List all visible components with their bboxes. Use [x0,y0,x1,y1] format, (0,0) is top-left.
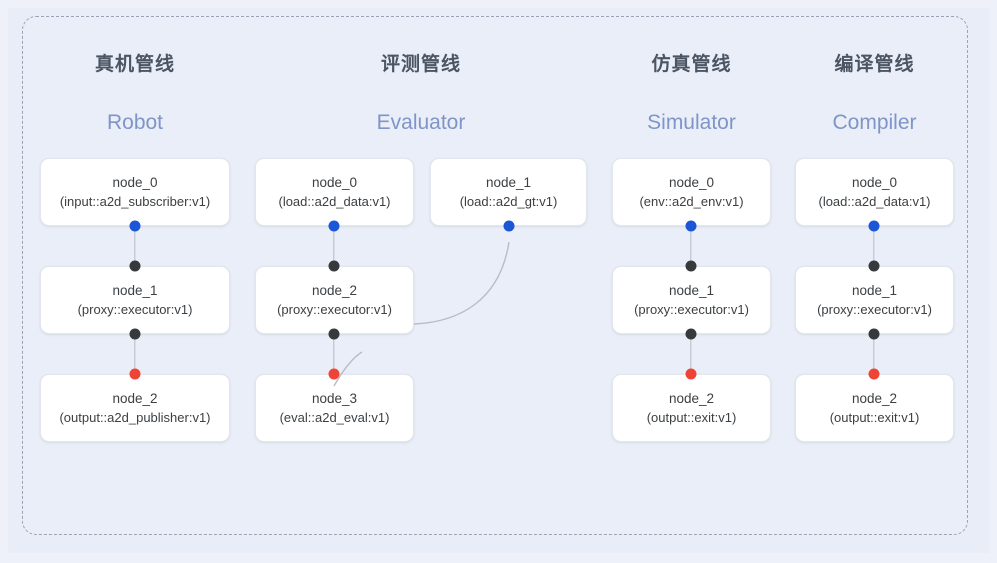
connector-line [690,334,692,374]
node-name: node_2 [668,391,715,406]
node-type: (eval::a2d_eval:v1) [279,410,390,425]
port-dot-internal[interactable] [685,328,697,340]
node-type: (env::a2d_env:v1) [639,194,744,209]
pipeline-column-robot: 真机管线 Robot node_0 (input::a2d_subscriber… [40,52,230,442]
column-title-robot: 真机管线 [94,54,175,75]
node-type: (load::a2d_data:v1) [818,194,931,209]
port-dot-internal[interactable] [129,260,141,272]
port-dot-output[interactable] [868,368,880,380]
page-edge-top [0,0,997,8]
node-box[interactable]: node_3 (eval::a2d_eval:v1) [255,374,414,442]
node-type: (proxy::executor:v1) [77,302,193,317]
node-box[interactable]: node_0 (env::a2d_env:v1) [612,158,771,226]
node-name: node_2 [851,391,898,406]
column-subtitle-robot: Robot [106,111,164,134]
node-name: node_1 [851,283,898,298]
column-subtitle-compiler: Compiler [832,111,917,134]
node-box[interactable]: node_1 (proxy::executor:v1) [612,266,771,334]
node-name: node_3 [311,391,358,406]
port-dot-input[interactable] [328,220,340,232]
node-type: (proxy::executor:v1) [634,302,749,317]
port-dot-input[interactable] [868,220,880,232]
port-dot-input[interactable] [129,220,141,232]
node-name: node_2 [112,391,158,406]
port-dot-internal[interactable] [328,260,340,272]
node-box[interactable]: node_0 (load::a2d_data:v1) [795,158,954,226]
port-dot-input[interactable] [685,220,697,232]
port-dot-internal[interactable] [685,260,697,272]
node-box[interactable]: node_2 (proxy::executor:v1) [255,266,414,334]
node-name: node_0 [668,175,715,190]
node-type: (proxy::executor:v1) [817,302,932,317]
page-edge-right [989,0,997,563]
node-box[interactable]: node_2 (output::exit:v1) [795,374,954,442]
node-name: node_1 [668,283,715,298]
node-box[interactable]: node_2 (output::exit:v1) [612,374,771,442]
connector-line [134,334,136,374]
page-edge-bottom [0,553,997,563]
connector-line [873,226,875,266]
node-name: node_1 [112,283,158,298]
column-title-compiler: 编译管线 [834,54,915,75]
connector-line [873,334,875,374]
node-type: (output::exit:v1) [829,410,920,425]
node-name: node_0 [851,175,898,190]
pipeline-column-compiler: 编译管线 Compiler node_0 (load::a2d_data:v1)… [795,52,954,442]
node-name: node_1 [485,175,532,190]
connector-line [333,226,335,266]
node-box[interactable]: node_0 (load::a2d_data:v1) [255,158,414,226]
node-box[interactable]: node_0 (input::a2d_subscriber:v1) [40,158,230,226]
port-dot-internal[interactable] [328,328,340,340]
column-subtitle-evaluator: Evaluator [376,111,466,134]
node-type: (input::a2d_subscriber:v1) [59,194,211,209]
port-dot-output[interactable] [328,368,340,380]
node-name: node_2 [311,283,358,298]
node-name: node_0 [311,175,358,190]
node-type: (load::a2d_data:v1) [278,194,391,209]
pipeline-column-simulator: 仿真管线 Simulator node_0 (env::a2d_env:v1) … [612,52,771,442]
column-title-evaluator: 评测管线 [380,54,461,75]
node-type: (output::exit:v1) [646,410,737,425]
page-edge-left [0,0,8,563]
column-title-simulator: 仿真管线 [651,54,732,75]
node-box[interactable]: node_1 (proxy::executor:v1) [40,266,230,334]
pipeline-column-evaluator: 评测管线 Evaluator node_0 (load::a2d_data:v1… [255,52,587,442]
node-box[interactable]: node_1 (load::a2d_gt:v1) [430,158,587,226]
port-dot-output[interactable] [129,368,141,380]
node-name: node_0 [112,175,158,190]
port-dot-output[interactable] [685,368,697,380]
port-dot-internal[interactable] [868,328,880,340]
connector-line [690,226,692,266]
node-type: (output::a2d_publisher:v1) [59,410,211,425]
node-box[interactable]: node_2 (output::a2d_publisher:v1) [40,374,230,442]
connector-line [134,226,136,266]
port-dot-internal[interactable] [129,328,141,340]
node-type: (proxy::executor:v1) [277,302,392,317]
port-dot-input[interactable] [503,220,515,232]
column-subtitle-simulator: Simulator [647,111,736,134]
port-dot-internal[interactable] [868,260,880,272]
node-type: (load::a2d_gt:v1) [459,194,558,209]
node-box[interactable]: node_1 (proxy::executor:v1) [795,266,954,334]
